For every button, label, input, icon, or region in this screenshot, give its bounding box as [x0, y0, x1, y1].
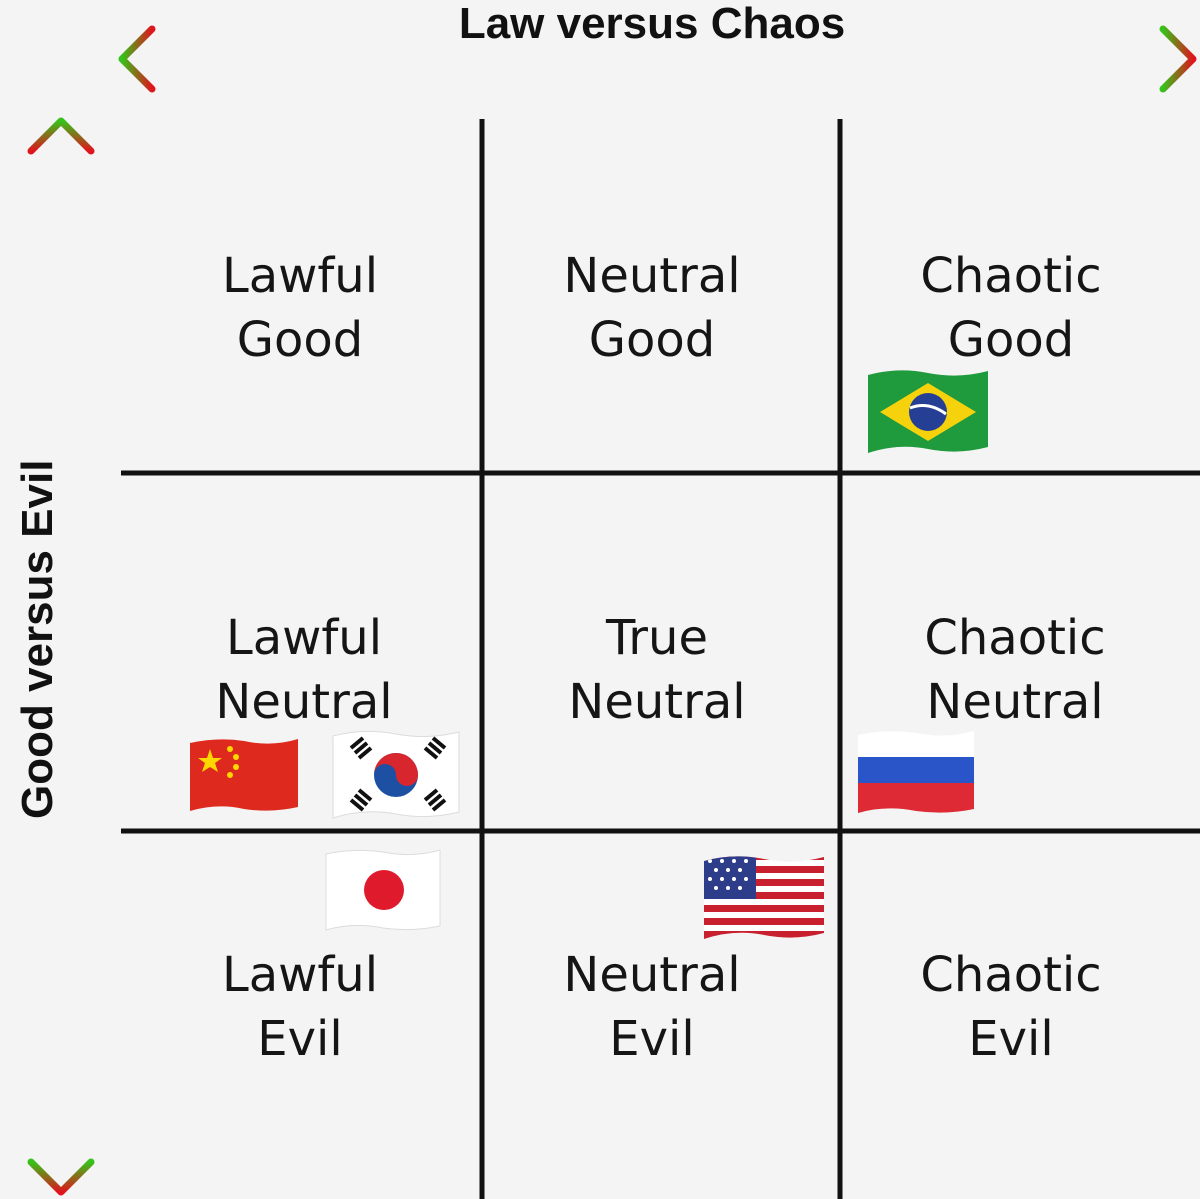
flag-japan-icon: [324, 848, 442, 934]
flag-south-korea-icon: [331, 728, 461, 822]
cell-label-line2: Neutral: [926, 674, 1104, 730]
good-evil-axis-arrow: [27, 117, 95, 1196]
cell-label-line1: Neutral: [563, 248, 741, 304]
good-versus-evil-title: Good versus Evil: [13, 459, 62, 819]
cell-label-line1: Lawful: [221, 248, 379, 304]
cell-label-line1: True: [606, 610, 708, 666]
law-versus-chaos-title: Law versus Chaos: [458, 0, 846, 48]
cell-label-line1: Lawful: [225, 610, 383, 666]
flag-russia-icon: [856, 729, 976, 817]
cell-lawful-good: Lawful Good: [130, 244, 470, 372]
cell-label-line1: Neutral: [563, 947, 741, 1003]
flag-usa-icon: [702, 853, 826, 943]
cell-chaotic-neutral: Chaotic Neutral: [845, 606, 1185, 734]
cell-lawful-evil: Lawful Evil: [130, 943, 470, 1071]
cell-chaotic-good: Chaotic Good: [841, 244, 1181, 372]
flag-china-icon: [188, 737, 300, 815]
cell-label-line2: Evil: [257, 1011, 343, 1067]
cell-label-line1: Lawful: [221, 947, 379, 1003]
cell-label-line2: Neutral: [215, 674, 393, 730]
cell-label-line2: Neutral: [568, 674, 746, 730]
flag-brazil-icon: [866, 367, 990, 457]
cell-lawful-neutral: Lawful Neutral: [134, 606, 474, 734]
cell-label-line2: Good: [947, 312, 1075, 368]
cell-chaotic-evil: Chaotic Evil: [841, 943, 1181, 1071]
cell-label-line1: Chaotic: [920, 248, 1102, 304]
cell-label-line2: Evil: [609, 1011, 695, 1067]
cell-neutral-evil: Neutral Evil: [482, 943, 822, 1071]
cell-label-line2: Evil: [968, 1011, 1054, 1067]
law-chaos-axis-arrow: [118, 25, 1197, 93]
cell-label-line1: Chaotic: [920, 947, 1102, 1003]
cell-neutral-good: Neutral Good: [482, 244, 822, 372]
cell-label-line2: Good: [236, 312, 364, 368]
cell-true-neutral: True Neutral: [487, 606, 827, 734]
cell-label-line2: Good: [588, 312, 716, 368]
cell-label-line1: Chaotic: [924, 610, 1106, 666]
alignment-grid: [121, 119, 1200, 1199]
